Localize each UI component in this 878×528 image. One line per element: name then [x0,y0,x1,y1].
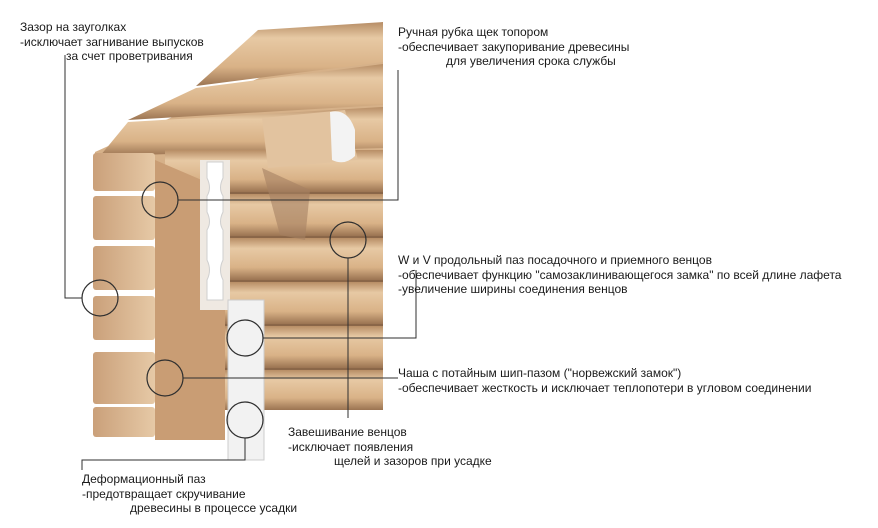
callout-hanging-title: Завешивание венцов [288,425,407,439]
callout-deform-groove-title: Деформационный паз [82,472,206,486]
callout-hand-cut-title: Ручная рубка щек топором [398,25,549,39]
leader-hand-cut [178,70,399,201]
callout-norway-lock: Чаша с потайным шип-пазом ("норвежский з… [398,366,811,395]
callout-wv-groove-line-2: -увеличение ширины соединения венцов [398,282,628,296]
callout-wv-groove-line-1: -обеспечивает функцию "самозаклинивающег… [398,267,842,282]
callout-hand-cut: Ручная рубка щек топором -обеспечивает з… [398,25,629,69]
leader-wv-groove [263,270,417,339]
callout-wv-groove: W и V продольный паз посадочного и прием… [398,253,841,297]
callout-gap-corner-line-1: -исключает загнивание выпусков [20,34,204,49]
callout-hand-cut-line-2: для увеличения срока службы [446,54,616,68]
callout-wv-groove-title: W и V продольный паз посадочного и прием… [398,253,712,267]
callout-hanging-line-1: -исключает появления [288,439,414,454]
leader-deform-groove [81,438,246,470]
callout-gap-corner-title: Зазор на заугол­ках [20,20,127,34]
callout-hanging-line-2: щелей и зазоров при усадке [334,454,492,468]
log-section [200,160,265,461]
callout-norway-lock-title: Чаша с потайным шип-пазом ("норвежский з… [398,366,682,380]
callout-hand-cut-line-1: -обеспечивает закупоривание древесины [398,39,630,54]
callout-gap-corner: Зазор на заугол­ках -исключает загнивани… [20,20,204,64]
callout-deform-groove-line-1: -предотвращает скручивание [82,486,246,501]
callout-gap-corner-line-2: за счет проветривания [66,49,193,63]
leader-lines [64,55,417,470]
callout-deform-groove-line-2: древесины в процессе усадки [130,501,298,515]
callout-deform-groove: Деформационный паз -предотвращает скручи… [82,472,297,516]
callout-hanging: Завешивание венцов -исключает появления … [288,425,492,469]
hand-cut-log [262,110,358,240]
leader-gap-corner [64,55,82,299]
callout-norway-lock-line-1: -обеспечивает жесткость и исключает тепл… [398,380,812,395]
